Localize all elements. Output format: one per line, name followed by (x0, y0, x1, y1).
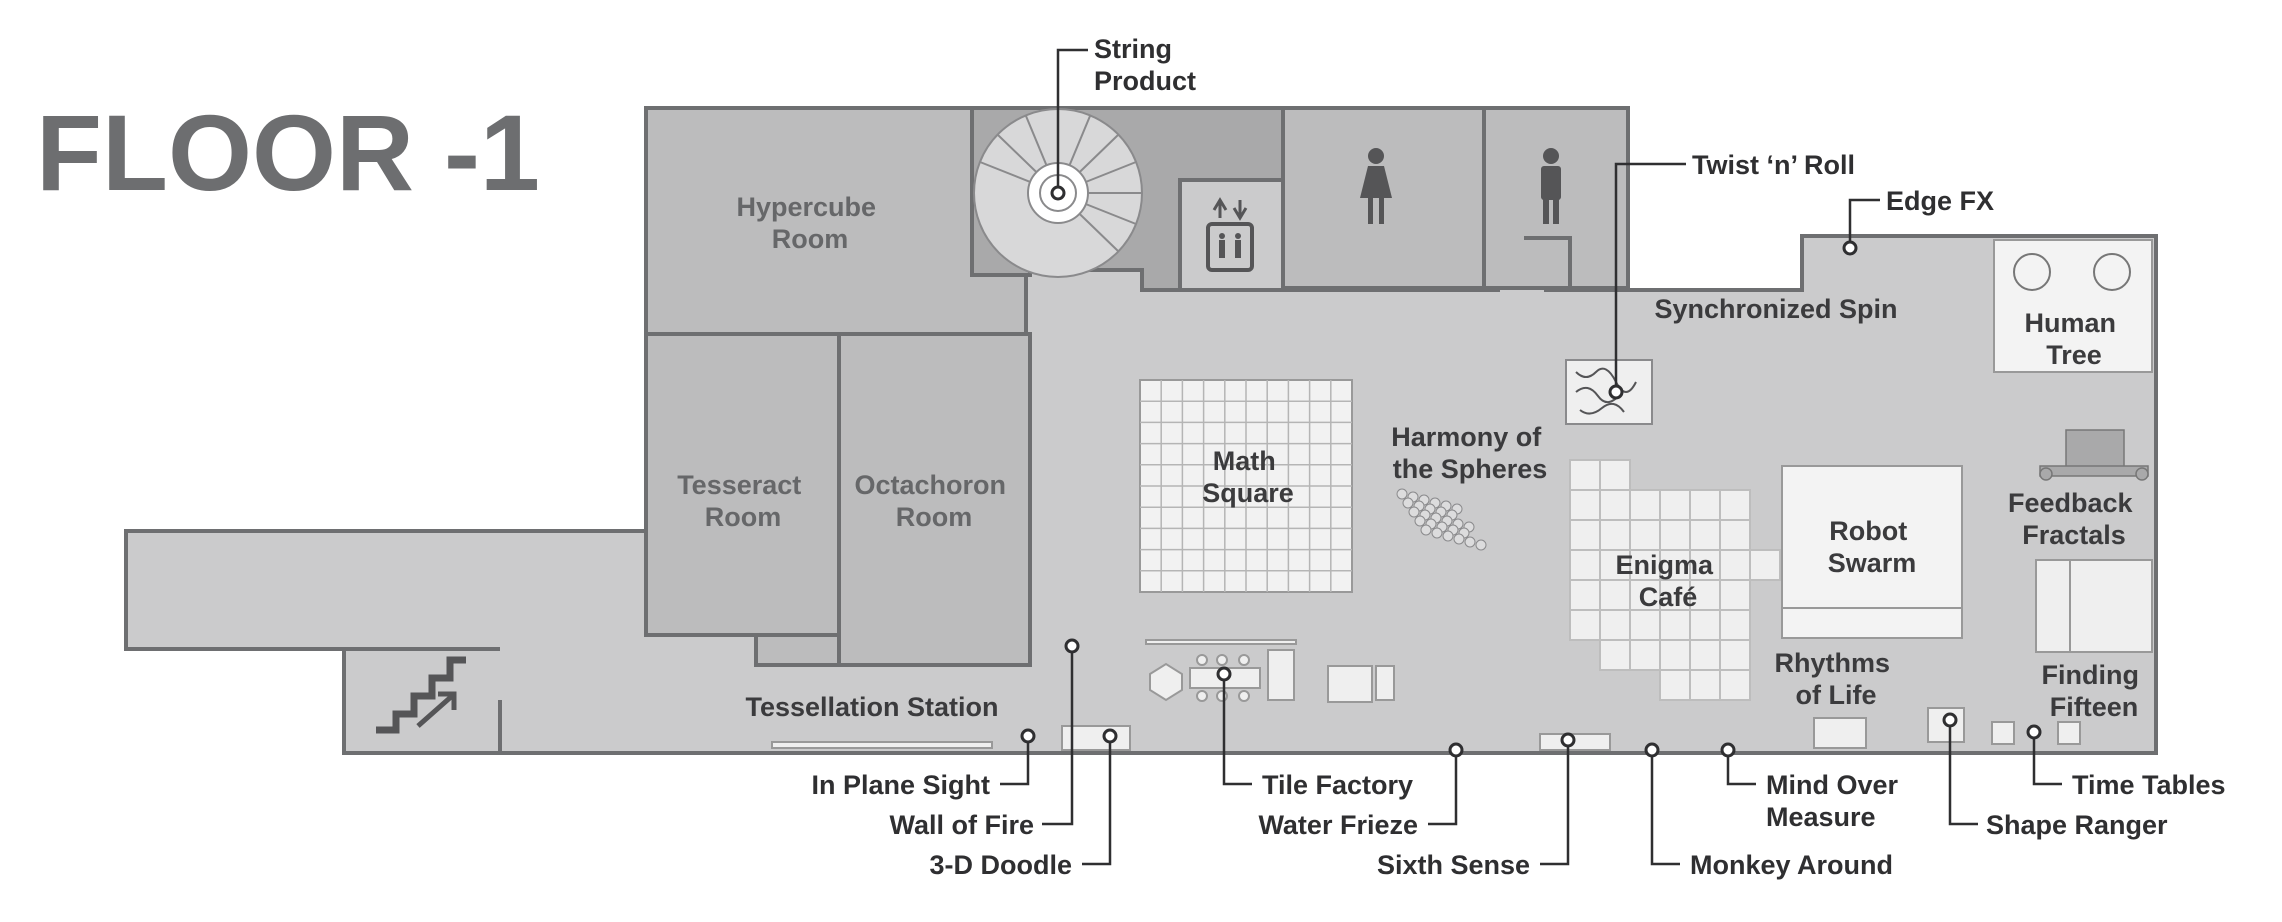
feedback-fractals-label: Feedback Fractals (2008, 488, 2140, 550)
enigma-cafe[interactable] (1569, 459, 1781, 701)
hypercube-room[interactable] (644, 106, 1028, 336)
math-square-label: Math Square (1202, 446, 1294, 508)
tessellation-station-label: Tessellation Station (745, 692, 998, 722)
tesseract-room[interactable] (644, 332, 841, 637)
floor-title: FLOOR -1 (36, 92, 540, 213)
string-product-callout: String Product (1094, 34, 1196, 96)
enigma-cafe-label: Enigma Café (1615, 550, 1720, 612)
octachoron-room-label: Octachoron Room (854, 470, 1013, 532)
3d-doodle-callout: 3-D Doodle (929, 850, 1072, 880)
spiral-staircase-icon (973, 108, 1143, 278)
time-tables-callout: Time Tables (2072, 770, 2226, 800)
synchronized-spin-label: Synchronized Spin (1654, 294, 1897, 324)
water-frieze-callout: Water Frieze (1258, 810, 1418, 840)
edge-fx-callout: Edge FX (1886, 186, 1994, 216)
stairs-icon (376, 656, 466, 734)
mens-restroom-icon (1541, 148, 1561, 224)
harmony-spheres-label: Harmony of the Spheres (1391, 422, 1549, 484)
elevator-bay[interactable] (1178, 178, 1285, 292)
finding-fifteen-exhibit[interactable] (2035, 559, 2153, 653)
math-square-exhibit[interactable] (1139, 379, 1353, 593)
robot-swarm-label: Robot Swarm (1828, 516, 1917, 578)
in-plane-sight-callout: In Plane Sight (811, 770, 990, 800)
human-tree-exhibit[interactable] (1993, 239, 2153, 373)
wall-of-fire-callout: Wall of Fire (889, 810, 1034, 840)
womens-restroom-icon (1360, 148, 1392, 224)
twist-n-roll-callout: Twist ‘n’ Roll (1692, 150, 1855, 180)
mind-over-measure-callout: Mind Over Measure (1766, 770, 1906, 832)
elevator-icon (1206, 197, 1254, 272)
finding-fifteen-label: Finding Fifteen (2042, 660, 2147, 722)
rhythms-of-life-label: Rhythms of Life (1774, 648, 1897, 710)
robot-swarm-exhibit[interactable] (1781, 465, 1963, 639)
tesseract-room-label: Tesseract Room (677, 470, 809, 532)
shape-ranger-callout: Shape Ranger (1986, 810, 2168, 840)
harmony-spheres-exhibit[interactable] (1396, 488, 1487, 551)
feedback-fractals-exhibit[interactable] (2039, 429, 2149, 481)
tile-factory-callout: Tile Factory (1262, 770, 1413, 800)
human-tree-label: Human Tree (2024, 308, 2123, 370)
hypercube-room-label: Hypercube Room (736, 192, 883, 254)
monkey-around-callout: Monkey Around (1690, 850, 1893, 880)
sixth-sense-callout: Sixth Sense (1377, 850, 1530, 880)
